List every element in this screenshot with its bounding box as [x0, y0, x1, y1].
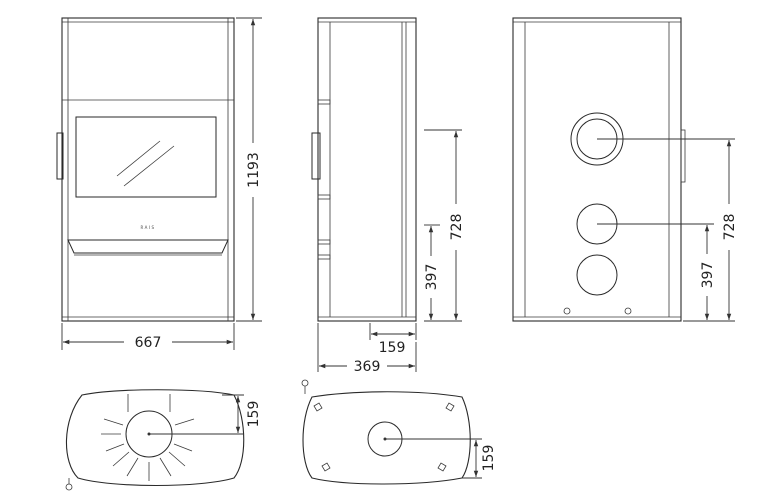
front-width-dimension: 667 — [61, 323, 235, 351]
front-width-label: 667 — [135, 335, 162, 351]
back-outline — [512, 17, 682, 322]
side-height-dimensions: 728 397 — [424, 129, 465, 322]
back-height-upper-label: 728 — [722, 214, 738, 241]
bottom-right-offset-dimension: 159 — [473, 440, 497, 477]
ash-drawer — [67, 239, 229, 254]
top-left-offset-dimension: 159 — [222, 394, 262, 433]
glass-reflection — [116, 140, 161, 177]
front-outline — [61, 17, 235, 322]
side-height-upper-label: 728 — [449, 214, 465, 241]
side-offset-label: 159 — [379, 340, 406, 356]
top-view-front-stove — [65, 389, 245, 491]
front-height-label: 1193 — [246, 152, 262, 188]
side-door-handle — [311, 132, 321, 180]
back-view — [512, 17, 735, 322]
side-depth-label: 369 — [354, 359, 381, 375]
back-height-lower-label: 397 — [700, 262, 716, 289]
top-view-rear-stove — [301, 379, 482, 485]
side-height-lower-label: 397 — [424, 264, 440, 291]
back-height-dimensions: 728 397 — [700, 140, 738, 320]
viewing-window — [75, 116, 217, 198]
side-view — [311, 17, 417, 322]
bottom-right-offset-label: 159 — [481, 445, 497, 472]
door-handle — [56, 132, 64, 180]
side-depth-dimension: 369 — [317, 323, 417, 375]
front-height-dimension: 1193 — [236, 17, 262, 322]
brand-label: RAIS — [140, 225, 155, 230]
side-outline — [317, 17, 417, 322]
air-inlet — [576, 254, 618, 296]
front-view: RAIS — [56, 17, 235, 322]
side-offset-dimension: 159 — [369, 323, 417, 356]
top-plate-outline-rear — [302, 391, 471, 485]
top-plate-outline — [65, 389, 245, 487]
top-left-offset-label: 159 — [246, 401, 262, 428]
